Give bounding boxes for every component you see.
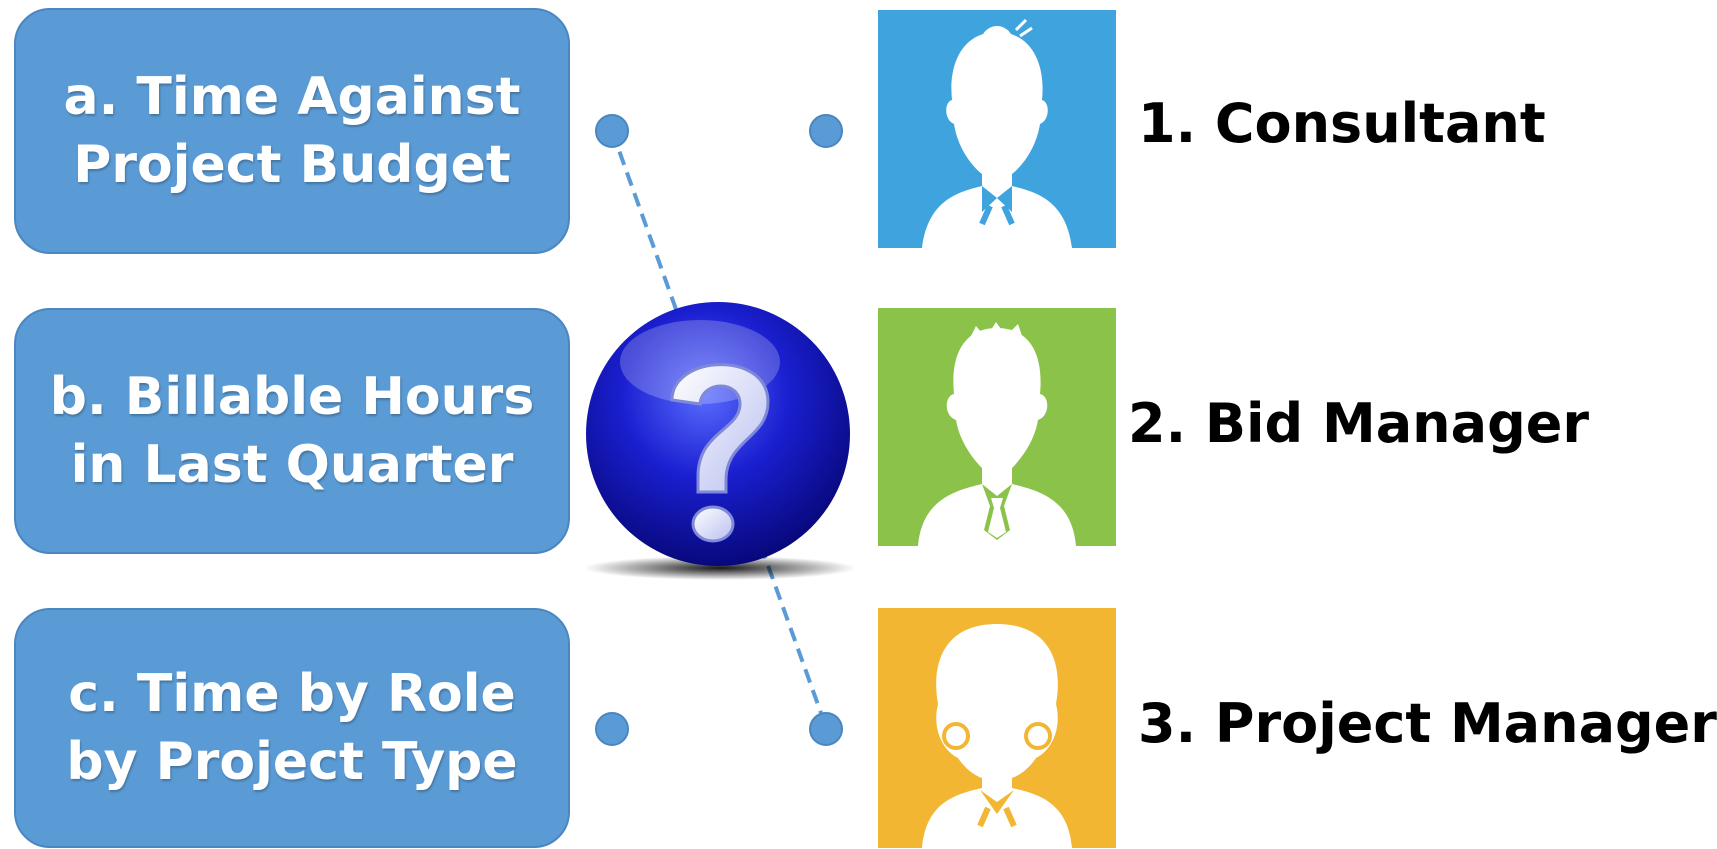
measure-card-c-line-2: by Project Type [66, 732, 518, 792]
measure-card-c: c. Time by Role by Project Type [14, 608, 570, 848]
dot-measure-a[interactable] [595, 114, 629, 148]
matching-diagram: a. Time Against Project Budget b. Billab… [14, 8, 1717, 848]
dot-role-3[interactable] [809, 712, 843, 746]
role-label-bid-manager: 2. Bid Manager [1128, 392, 1589, 455]
measure-card-a-line-2: Project Budget [73, 135, 511, 195]
female-silhouette-bow-icon [878, 10, 1116, 248]
question-mark-orb-icon [584, 302, 856, 580]
female-silhouette-earrings-icon [878, 608, 1116, 848]
role-label-project-manager: 3. Project Manager [1138, 692, 1717, 755]
dot-role-1[interactable] [809, 114, 843, 148]
avatar-tile-consultant [878, 10, 1116, 248]
measure-card-b-line-1: b. Billable Hours [49, 367, 535, 427]
measure-card-a-line-1: a. Time Against [63, 67, 521, 127]
avatar-tile-bid-manager [878, 308, 1116, 546]
avatar-tile-project-manager [878, 608, 1116, 848]
measure-card-b: b. Billable Hours in Last Quarter [14, 308, 570, 554]
measure-card-c-line-1: c. Time by Role [68, 664, 516, 724]
male-silhouette-tie-icon [878, 308, 1116, 546]
dot-measure-c[interactable] [595, 712, 629, 746]
measure-card-a: a. Time Against Project Budget [14, 8, 570, 254]
measure-card-b-line-2: in Last Quarter [70, 435, 514, 495]
role-label-consultant: 1. Consultant [1138, 92, 1546, 155]
